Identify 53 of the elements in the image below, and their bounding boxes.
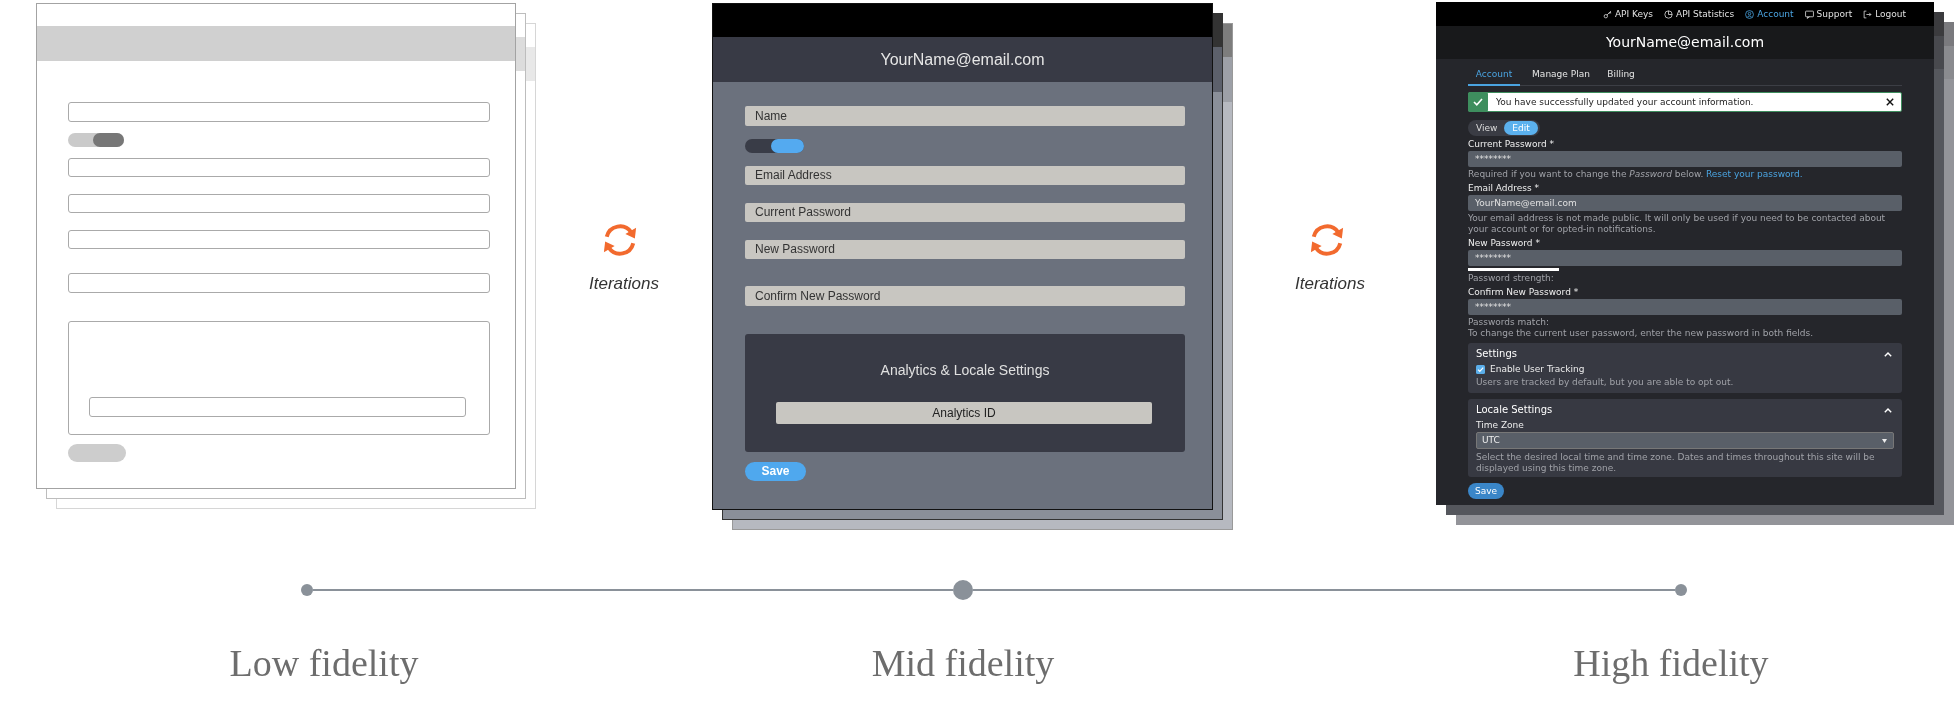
nav-link: Account [1745, 8, 1794, 20]
help-text: Required if you want to change the Password below. Reset your password. [1468, 169, 1804, 180]
iterations-label: Iterations [1295, 274, 1365, 294]
input-field: Confirm New Password [745, 286, 1185, 306]
save-button: Save [745, 462, 806, 481]
field-label: Current Password * [1468, 139, 1555, 150]
timeline-dot [953, 580, 973, 600]
timeline-dot [1675, 584, 1687, 596]
panel-title: Analytics & Locale Settings [880, 362, 1050, 379]
stage-label: High fidelity [1573, 641, 1769, 685]
input-field: ******** [1468, 250, 1902, 266]
stage-label: Mid fidelity [871, 641, 1055, 685]
input-field: ******** [1468, 151, 1902, 167]
panel-title: Settings [1476, 348, 1517, 360]
input-field: Current Password [745, 203, 1185, 222]
save-button: Save [1468, 483, 1504, 499]
panel-title: Locale Settings [1476, 404, 1553, 416]
reset-password-link: Reset your password. [1705, 169, 1803, 179]
select-field: UTC [1476, 432, 1894, 449]
iterations-label: Iterations [589, 274, 659, 294]
nav-link: API Keys [1602, 8, 1653, 20]
page-heading: YourName@email.com [880, 50, 1045, 69]
help-text: Users are tracked by default, but you are able to opt out. [1476, 377, 1735, 388]
input-field: ******** [1468, 299, 1902, 315]
tab-label: Billing [1606, 68, 1636, 81]
help-text: To change the current user password, enter the new password in both fields. [1468, 328, 1815, 339]
active-tab: Account [1468, 66, 1520, 86]
field-label: Email Address * [1468, 183, 1540, 194]
input-field: Analytics ID [776, 402, 1152, 424]
nav-link: Logout [1863, 8, 1906, 20]
help-text: Passwords match: [1468, 317, 1551, 328]
tab-label: Manage Plan [1531, 68, 1591, 81]
help-text: Select the desired local time and time zone. Dates and times throughout this site will be displayed using this time zone. [1476, 452, 1876, 474]
input-field: Name [745, 106, 1185, 126]
input-field: New Password [745, 240, 1185, 259]
nav-link: Support [1804, 8, 1853, 20]
option-label: View [1476, 122, 1498, 134]
timeline-line [312, 589, 954, 591]
selected-option: Edit [1504, 121, 1538, 135]
timeline-line [972, 589, 1676, 591]
timeline-dot [301, 584, 313, 596]
input-field: YourName@email.com [1468, 195, 1902, 211]
field-label: New Password * [1468, 238, 1540, 249]
alert-message: You have successfully updated your account information. [1496, 96, 1754, 108]
field-label: Time Zone [1476, 420, 1524, 431]
stage-label: Low fidelity [229, 641, 419, 685]
page-heading: YourName@email.com [1605, 34, 1765, 51]
help-text: Your email address is not made public. It will only be used if you need to be contacted about your account or for opted-in notifications. [1468, 213, 1887, 235]
nav-link: API Statistics [1664, 8, 1735, 20]
help-text: Password strength: [1468, 273, 1555, 284]
checkbox-label: Enable User Tracking [1490, 364, 1585, 375]
field-label: Confirm New Password * [1468, 287, 1579, 298]
input-field: Email Address [745, 166, 1185, 185]
